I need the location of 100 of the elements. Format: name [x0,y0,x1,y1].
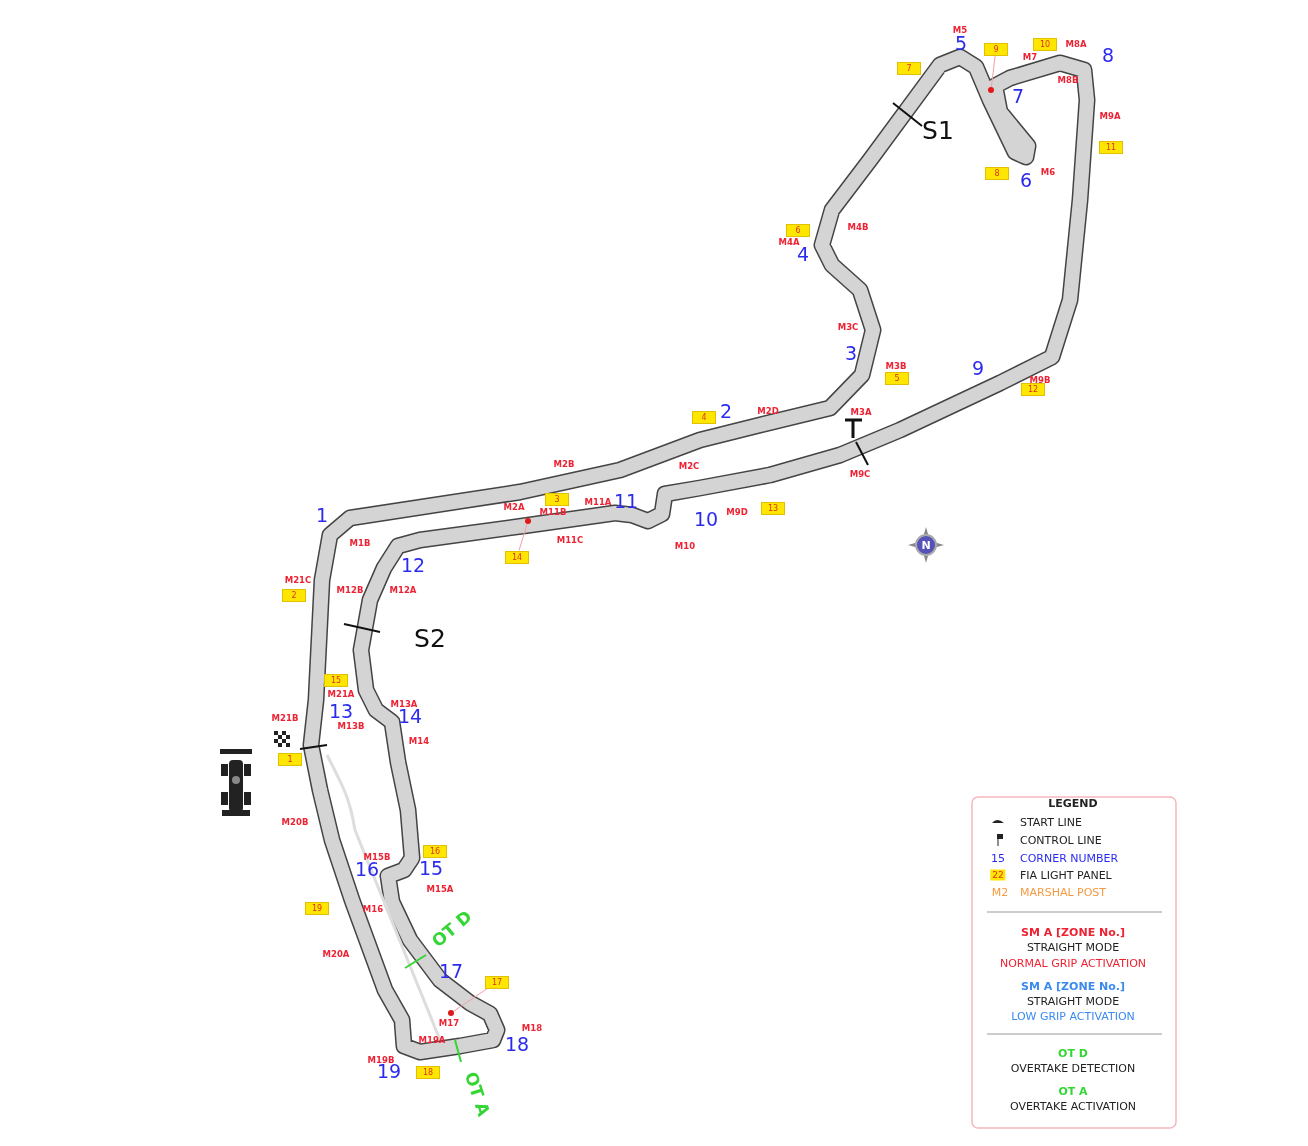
marshal-post-label: M11C [556,535,584,545]
marshal-post-label: M17 [438,1018,460,1028]
corner-number: 11 [613,491,639,511]
marshal-post-label: M12B [336,585,364,595]
light-panel: 9 [984,43,1008,56]
marshal-post-label: M15A [426,884,454,894]
corner-number: 12 [400,555,426,575]
corner-number: 13 [328,701,354,721]
legend-text: OT D [1058,1047,1088,1059]
light-panel: 14 [505,551,529,564]
legend-text: OT A [1058,1085,1088,1097]
light-panel: 2 [282,589,306,602]
marshal-post-label: M20B [281,817,309,827]
marshal-post-label: M9D [726,507,748,517]
marshal-post-label: M10 [674,541,696,551]
marshal-post-label: M18 [521,1023,543,1033]
corner-number: 16 [354,859,380,879]
overtake-zone-label: OT A [461,1069,493,1119]
marshal-post-label: M9C [849,469,871,479]
legend-text: SM A [ZONE No.] [1021,926,1125,938]
marshal-post-label: M3A [850,407,872,417]
marshal-post-label: M13B [337,721,365,731]
light-panel: 3 [545,493,569,506]
marshal-post-label: M14 [408,736,430,746]
marshal-post-label: M19B [367,1055,395,1065]
marshal-post-label: M4B [847,222,869,232]
marshal-post-label: M2D [757,406,779,416]
marshal-post-label: M11A [584,497,612,507]
corner-number: 10 [693,509,719,529]
marshal-post-label: M2B [553,459,575,469]
light-panel: 11 [1099,141,1123,154]
corner-number: 7 [1011,86,1025,106]
marshal-post-label: M9B [1029,375,1051,385]
legend-text: NORMAL GRIP ACTIVATION [1000,957,1146,969]
legend-text: CONTROL LINE [1020,834,1102,846]
legend-text: SM A [ZONE No.] [1021,980,1125,992]
corner-number: 8 [1101,45,1115,65]
corner-number: 1 [315,505,329,525]
marshal-post-label: M3C [837,322,859,332]
marshal-post-label: M7 [1022,52,1038,62]
light-panel: 19 [305,902,329,915]
legend-text: STRAIGHT MODE [1026,941,1120,953]
light-panel: 5 [885,372,909,385]
legend-sample: M2 [991,886,1009,898]
marshal-post-label: M4A [778,237,800,247]
corner-number: 15 [418,858,444,878]
light-panel: 12 [1021,383,1045,396]
legend-swatch: 22 [990,869,1006,881]
marshal-post-label: M13A [390,699,418,709]
leader-line [453,988,488,1012]
light-panel: 4 [692,411,716,424]
marshal-post-label: M8A [1065,39,1087,49]
marshal-post-label: M2A [503,502,525,512]
marshal-post-label: M12A [389,585,417,595]
legend-sample: 15 [991,852,1005,864]
sector-label: S1 [922,117,954,143]
marker-dot [525,518,531,524]
legend-text: FIA LIGHT PANEL [1020,869,1112,881]
marshal-post-label: M6 [1040,167,1056,177]
legend-text: OVERTAKE ACTIVATION [1009,1100,1137,1112]
marshal-post-label: M20A [322,949,350,959]
light-panel: 13 [761,502,785,515]
marshal-post-label: M5 [952,25,968,35]
leader-line [990,55,996,88]
light-panel: 6 [786,224,810,237]
corner-number: 2 [719,401,733,421]
north-label: N [921,539,931,551]
corner-number: 17 [438,961,464,981]
corner-number: 14 [397,706,423,726]
marker-dot [448,1010,454,1016]
marshal-post-label: M1B [349,538,371,548]
light-panel: 8 [985,167,1009,180]
legend-title: LEGEND [1048,797,1098,809]
overtake-zone-label: OT D [428,907,476,951]
light-panel: 18 [416,1066,440,1079]
marshal-post-label: M2C [678,461,700,471]
marshal-post-label: M15B [363,852,391,862]
corner-number: 6 [1019,170,1033,190]
leader-line [518,523,528,551]
legend-text: OVERTAKE DETECTION [1010,1062,1136,1074]
legend-text: LOW GRIP ACTIVATION [1011,1010,1135,1022]
sector-label: S2 [414,625,446,651]
corner-number: 4 [796,244,810,264]
marshal-post-label: M21B [271,713,299,723]
light-panel: 1 [278,753,302,766]
light-panel: 15 [324,674,348,687]
legend-text: MARSHAL POST [1020,886,1107,898]
corner-number: 5 [954,33,968,53]
light-panel: 10 [1033,38,1057,51]
legend-text: START LINE [1020,816,1082,828]
legend-text: STRAIGHT MODE [1026,995,1120,1007]
light-panel: 16 [423,845,447,858]
light-panel: 17 [485,976,509,989]
marker-dot [988,87,994,93]
corner-number: 3 [844,343,858,363]
corner-number: 9 [971,358,985,378]
marshal-post-label: M9A [1099,111,1121,121]
legend-text: CORNER NUMBER [1020,852,1119,864]
corner-number: 18 [504,1034,530,1054]
light-panel: 7 [897,62,921,75]
